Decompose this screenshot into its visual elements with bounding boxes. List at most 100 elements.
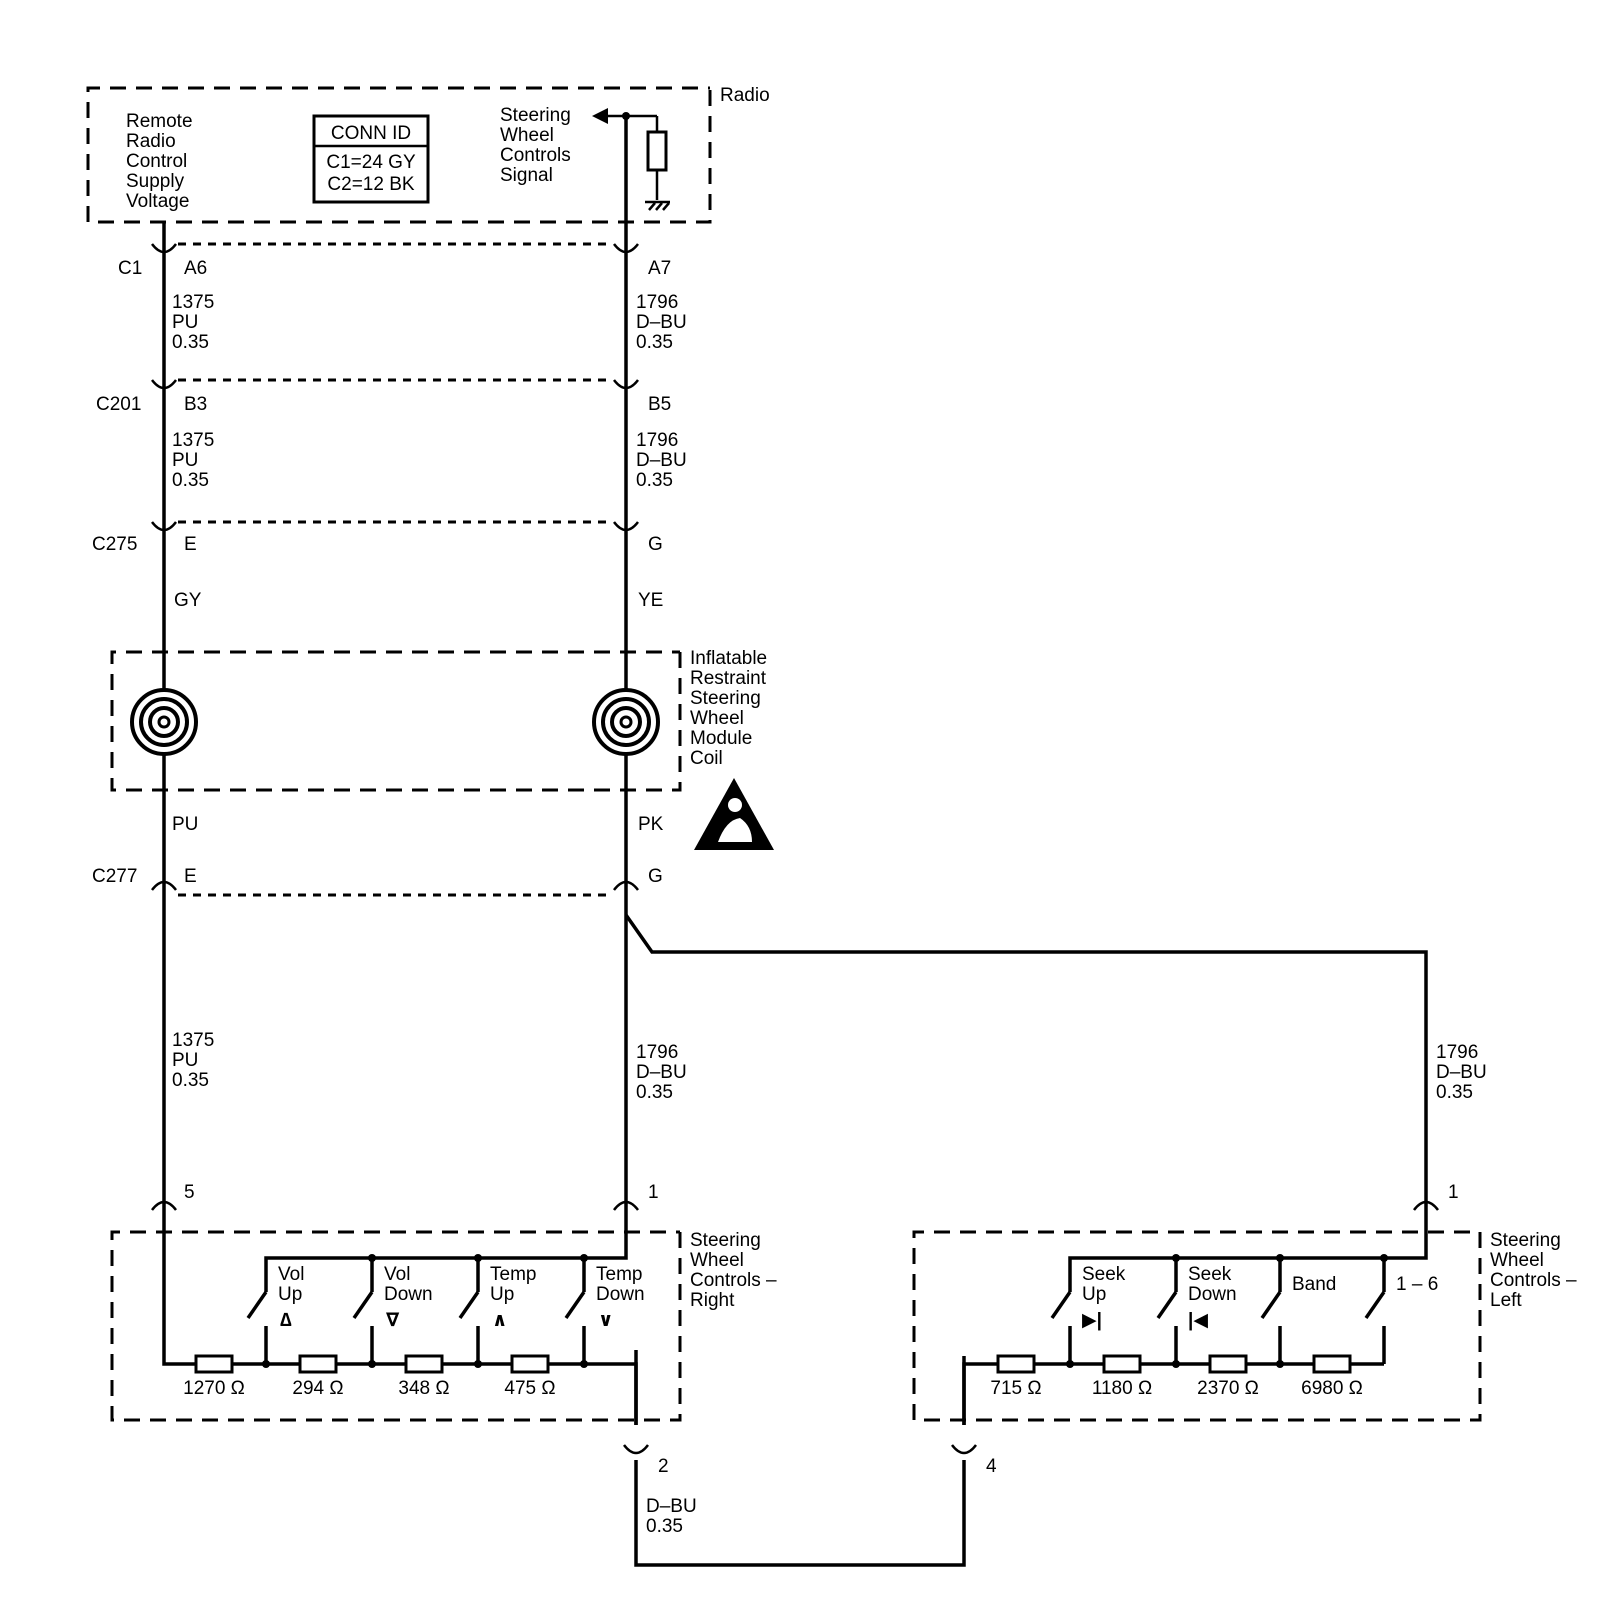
svg-text:Left: Left <box>1490 1290 1522 1311</box>
right-controls-pin-5-cavity <box>151 1200 177 1211</box>
resistor-label: 348 Ω <box>398 1378 449 1399</box>
connector-c1-name: C1 <box>118 258 142 279</box>
svg-text:Supply: Supply <box>126 171 185 192</box>
svg-text:Vol: Vol <box>278 1264 304 1285</box>
svg-text:C1=24 GY: C1=24 GY <box>326 152 416 173</box>
temp-down-icon: ∨ <box>598 1310 613 1331</box>
svg-text:0.35: 0.35 <box>636 470 673 491</box>
svg-text:PU: PU <box>172 312 198 333</box>
resistor-label: 715 Ω <box>990 1378 1041 1399</box>
left-controls-pin-1-cavity <box>1413 1200 1439 1211</box>
svg-text:Controls: Controls <box>500 145 571 166</box>
svg-text:Module: Module <box>690 728 752 749</box>
vol-down-icon: ∇ <box>386 1310 400 1331</box>
resistor-1180 <box>1102 1354 1142 1374</box>
clockspring-left-icon <box>130 688 198 756</box>
connector-c275-right-pin: G <box>648 534 663 555</box>
svg-text:Down: Down <box>596 1284 645 1305</box>
wire-label-far-right: 1796 D–BU 0.35 <box>1436 1042 1487 1103</box>
svg-text:0.35: 0.35 <box>636 332 673 353</box>
wire-color-right-lower: PK <box>638 814 664 835</box>
svg-text:Temp: Temp <box>596 1264 642 1285</box>
svg-text:Voltage: Voltage <box>126 191 189 212</box>
connector-c275-name: C275 <box>92 534 137 555</box>
wire-color-left-lower: PU <box>172 814 198 835</box>
svg-text:Band: Band <box>1292 1274 1336 1295</box>
connector-c275-left-pin: E <box>184 534 197 555</box>
svg-text:Down: Down <box>384 1284 433 1305</box>
svg-text:0.35: 0.35 <box>172 332 209 353</box>
svg-text:Inflatable: Inflatable <box>690 648 767 669</box>
connector-c201: C201 B3 B5 <box>96 378 671 415</box>
svg-text:D–BU: D–BU <box>636 1062 687 1083</box>
svg-text:0.35: 0.35 <box>1436 1082 1473 1103</box>
resistor-label: 6980 Ω <box>1301 1378 1363 1399</box>
switch-vol-up: Vol Up ∆ <box>278 1264 304 1331</box>
svg-text:0.35: 0.35 <box>172 1070 209 1091</box>
branch-wire-left-controls <box>624 913 1428 1240</box>
connector-c201-name: C201 <box>96 394 141 415</box>
wire-label-bottom: D–BU 0.35 <box>646 1496 697 1537</box>
resistor-label: 1270 Ω <box>183 1378 245 1399</box>
svg-text:Up: Up <box>1082 1284 1106 1305</box>
signal-arrow-icon <box>592 108 608 124</box>
radio-module: Radio Remote Radio Control Supply Voltag… <box>86 85 770 224</box>
switch-temp-up: Temp Up ∧ <box>490 1264 536 1331</box>
right-controls-pin-1: 1 <box>648 1182 659 1203</box>
svg-text:Wheel: Wheel <box>690 708 744 729</box>
svg-text:D–BU: D–BU <box>636 450 687 471</box>
svg-text:C2=12 BK: C2=12 BK <box>327 174 414 195</box>
vol-up-icon: ∆ <box>280 1310 292 1331</box>
left-controls-label: Steering Wheel Controls – Left <box>1490 1230 1577 1311</box>
resistor-label: 475 Ω <box>504 1378 555 1399</box>
svg-text:0.35: 0.35 <box>636 1082 673 1103</box>
wire-label-left-1: 1375 PU 0.35 <box>172 292 214 353</box>
left-controls-pin-4: 4 <box>986 1456 997 1477</box>
seek-down-icon: |◀ <box>1188 1310 1208 1331</box>
connector-c277-right-pin: G <box>648 866 663 887</box>
resistor-475 <box>510 1354 550 1374</box>
connector-c201-left-pin: B3 <box>184 394 207 415</box>
connector-c1-left-pin: A6 <box>184 258 207 279</box>
svg-text:1796: 1796 <box>636 1042 678 1063</box>
radio-outline <box>86 86 712 224</box>
resistor-label: 1180 Ω <box>1092 1378 1152 1399</box>
svg-text:Steering: Steering <box>690 1230 761 1251</box>
left-controls-outline <box>912 1230 1482 1422</box>
right-controls-outline <box>110 1230 682 1422</box>
wire-label-right-2: 1796 D–BU 0.35 <box>636 430 687 491</box>
svg-text:Signal: Signal <box>500 165 553 186</box>
resistor-715 <box>996 1354 1036 1374</box>
wire-label-left-2: 1375 PU 0.35 <box>172 430 214 491</box>
svg-text:1796: 1796 <box>636 292 678 313</box>
svg-text:Remote: Remote <box>126 111 193 132</box>
radio-supply-label: Remote Radio Control Supply Voltage <box>126 111 193 212</box>
steering-wheel-controls-left: Steering Wheel Controls – Left 1 4 <box>912 1182 1577 1477</box>
right-controls-pin-5: 5 <box>184 1182 195 1203</box>
connector-c277: C277 E G <box>92 866 663 897</box>
svg-text:Restraint: Restraint <box>690 668 767 689</box>
coil-module: Inflatable Restraint Steering Wheel Modu… <box>110 648 767 792</box>
wire-color-right-upper: YE <box>638 590 663 611</box>
switch-vol-down: Vol Down ∇ <box>384 1264 433 1331</box>
svg-text:Coil: Coil <box>690 748 723 769</box>
coil-module-label: Inflatable Restraint Steering Wheel Modu… <box>690 648 767 769</box>
steering-wheel-controls-right: Steering Wheel Controls – Right 5 1 2 <box>110 1182 777 1477</box>
seek-up-icon: ▶| <box>1082 1310 1102 1331</box>
svg-text:Steering: Steering <box>1490 1230 1561 1251</box>
svg-text:Wheel: Wheel <box>500 125 554 146</box>
svg-text:Controls –: Controls – <box>1490 1270 1577 1291</box>
airbag-warning-icon <box>694 778 774 850</box>
coil-module-outline <box>110 650 682 792</box>
svg-text:Seek: Seek <box>1082 1264 1126 1285</box>
svg-text:CONN ID: CONN ID <box>331 123 411 144</box>
right-controls-pin-2: 2 <box>658 1456 669 1477</box>
wire-label-right-3: 1796 D–BU 0.35 <box>636 1042 687 1103</box>
svg-text:Temp: Temp <box>490 1264 536 1285</box>
switch-seek-up: Seek Up ▶| <box>1082 1264 1126 1331</box>
svg-text:Seek: Seek <box>1188 1264 1232 1285</box>
svg-text:0.35: 0.35 <box>646 1516 683 1537</box>
connector-c1: C1 A6 A7 <box>118 242 671 279</box>
resistor-label: 2370 Ω <box>1197 1378 1259 1399</box>
